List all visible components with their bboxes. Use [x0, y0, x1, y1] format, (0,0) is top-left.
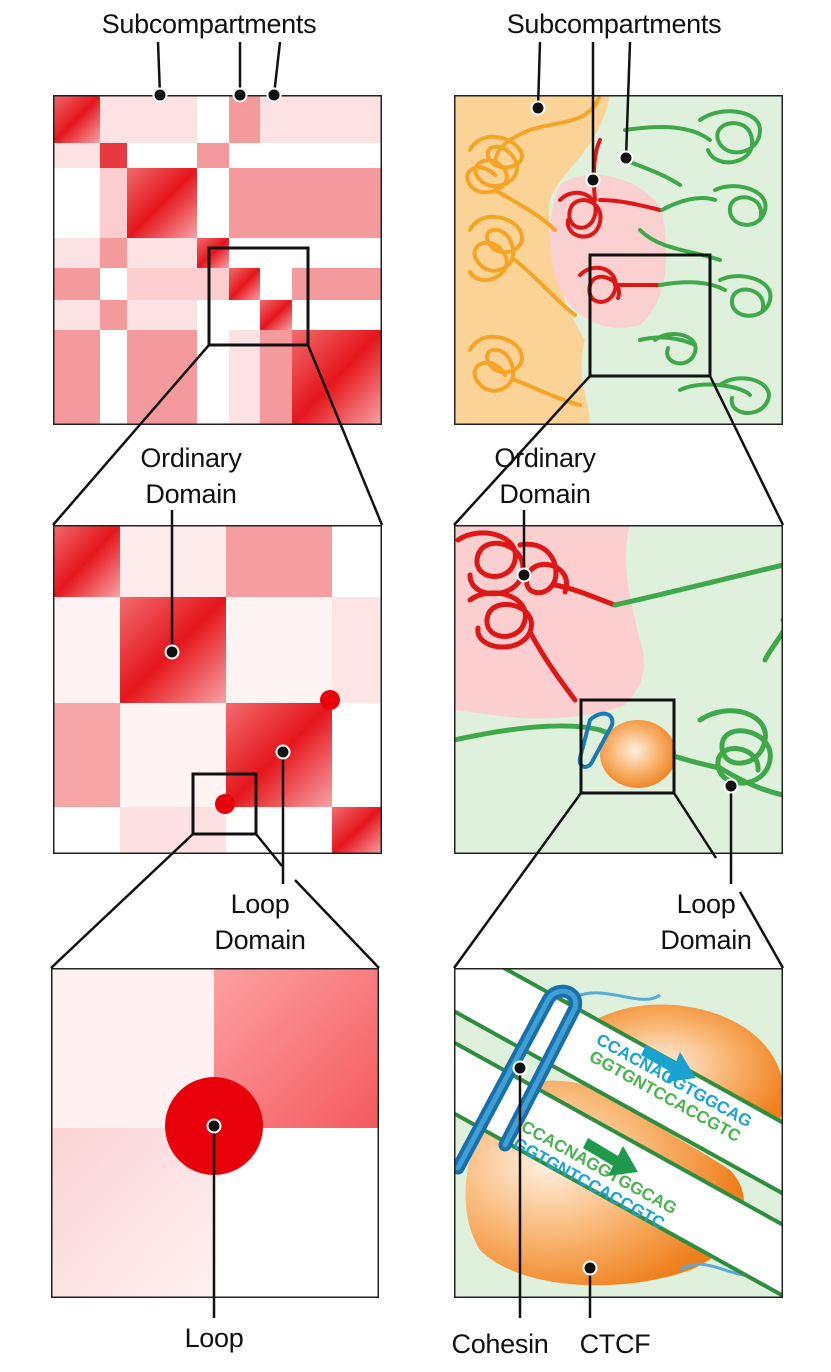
left-loop-domain-label-line1: Loop [230, 889, 290, 919]
right-subcompartments-label: Subcompartments [506, 9, 722, 39]
zoom-lines [52, 344, 384, 526]
zoom-lines [453, 375, 785, 526]
left-ordinary-label-line1: Ordinary [140, 443, 242, 473]
right-ordinary-label-line2: Domain [499, 479, 591, 509]
zoom-lines [50, 833, 380, 969]
left-loop-domain-label-line2: Domain [214, 925, 306, 955]
right-loop-domain-label-line2: Domain [660, 925, 752, 955]
zoom-lines [452, 792, 785, 969]
heatmap-panel-subcompartments [53, 95, 382, 425]
cohesin-label: Cohesin [451, 1329, 549, 1359]
chromatin-panel-domains [454, 525, 783, 854]
leader-dots [152, 87, 739, 1276]
heatmap-panel-loop [51, 968, 379, 1298]
leader-lines [156, 41, 733, 1318]
ctcf-label: CTCF [579, 1329, 651, 1359]
zoom-box [207, 246, 310, 347]
right-ordinary-label-line1: Ordinary [494, 443, 596, 473]
left-ordinary-label-line2: Domain [145, 479, 237, 509]
loop-dot-2 [215, 794, 235, 814]
loop-dot-1 [320, 690, 340, 710]
right-loop-domain-label-line1: Loop [676, 889, 736, 919]
zoom-box [191, 772, 258, 836]
chromatin-panel-loop: CCACNAGGTGGCAG GGTGNTCCACCGTC CCACNAGGTG… [454, 968, 783, 1298]
ctcf-direction-arrow-cyan [641, 1045, 696, 1082]
zoom-box [579, 698, 676, 795]
loop-label: Loop [184, 1323, 244, 1353]
ctcf-direction-arrow-green [583, 1138, 638, 1176]
zoom-box [588, 253, 712, 378]
left-subcompartments-label: Subcompartments [101, 9, 317, 39]
